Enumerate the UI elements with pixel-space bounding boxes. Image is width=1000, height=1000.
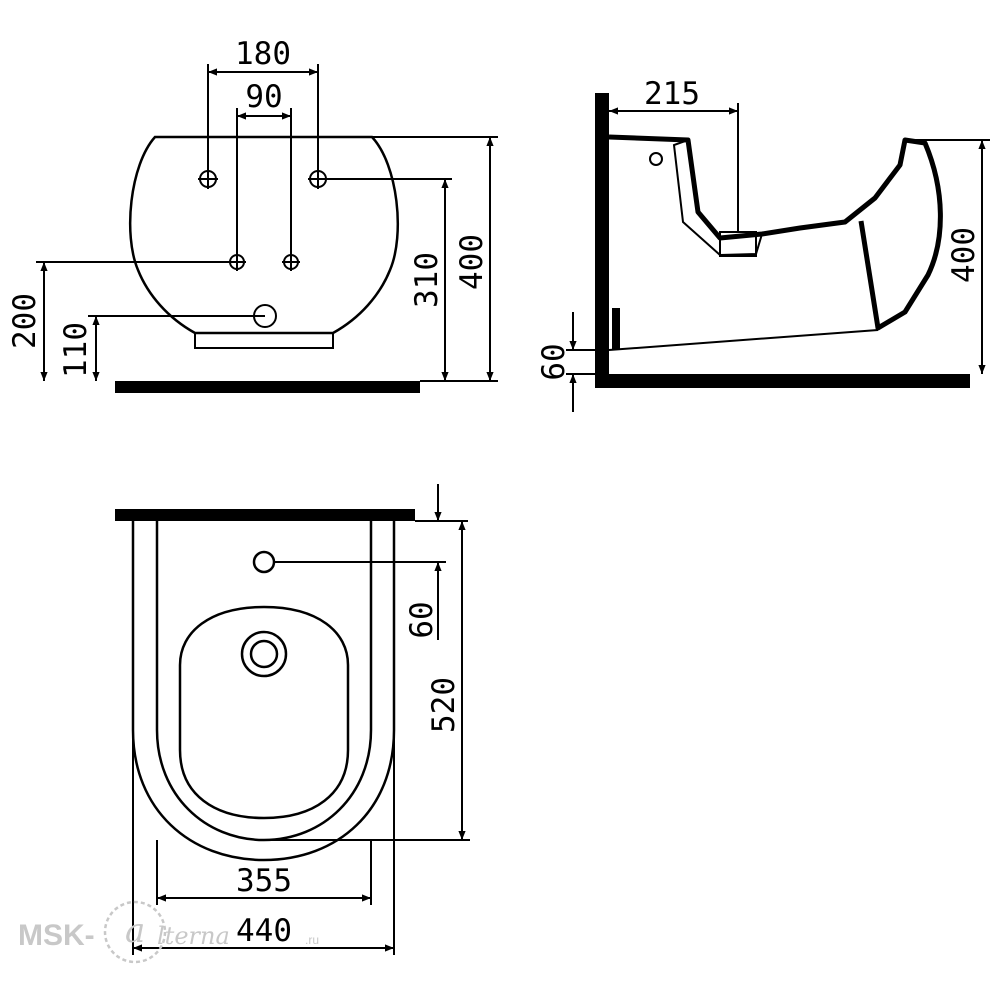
dimension-110-label: 110	[58, 322, 94, 378]
top-drain-inner	[249, 639, 279, 669]
dimension-60-side-label: 60	[536, 343, 572, 380]
side-wall	[595, 93, 609, 388]
side-bidet-profile-outer	[608, 134, 943, 331]
top-drain-outer	[240, 630, 288, 678]
front-bowl-outline	[128, 135, 399, 335]
front-base-plinth	[194, 332, 334, 349]
side-foot	[612, 308, 620, 350]
dimension-60-side: 60	[536, 312, 609, 412]
dimension-310-label: 310	[409, 252, 445, 308]
front-floor	[115, 381, 420, 393]
mounting-holes	[198, 169, 328, 328]
dimension-355-label: 355	[236, 863, 292, 899]
dimension-215: 215	[609, 76, 739, 232]
side-floor	[595, 374, 970, 388]
watermark-brand: MSK-	[18, 919, 95, 952]
dimension-180: 180	[207, 36, 319, 179]
side-view: 215 400 60	[536, 76, 990, 412]
dimension-180-label: 180	[235, 36, 291, 72]
top-tap-hole	[252, 550, 276, 574]
top-wall	[115, 509, 415, 521]
dimension-520-label: 520	[426, 677, 462, 733]
side-inlet-hole	[649, 152, 663, 166]
dimension-440-label: 440	[236, 913, 292, 949]
top-basin-outline	[178, 605, 350, 820]
top-outer-outline	[131, 521, 396, 862]
watermark-logo-circle	[103, 900, 167, 964]
top-rim-outline	[155, 521, 373, 842]
dimension-400-side-label: 400	[946, 227, 982, 283]
dimension-400-side: 400	[905, 139, 990, 374]
dimension-310: 310	[318, 178, 452, 381]
front-view: 180 90 200 110 310	[7, 36, 498, 393]
watermark-logo-letter: a	[125, 911, 145, 951]
top-view: 60 520 355 440	[115, 484, 470, 955]
watermark: MSK- a lterna .ru	[18, 900, 319, 964]
dimension-400-front-label: 400	[454, 234, 490, 290]
side-base-line	[608, 329, 879, 351]
dimension-200: 200	[7, 261, 237, 381]
dimension-60-top: 60	[274, 484, 468, 640]
watermark-script: lterna	[157, 922, 230, 950]
dimension-60-top-label: 60	[404, 601, 440, 638]
dimension-90: 90	[236, 79, 292, 262]
dimension-90-label: 90	[245, 79, 282, 115]
dimension-400-front: 400	[372, 136, 498, 382]
watermark-tld: .ru	[305, 933, 319, 947]
dimension-215-label: 215	[644, 76, 700, 112]
dimension-355: 355	[156, 840, 372, 905]
dimension-110: 110	[58, 315, 265, 381]
dimension-520: 520	[264, 521, 470, 841]
dimension-440: 440	[132, 730, 395, 955]
dimension-200-label: 200	[7, 293, 43, 349]
